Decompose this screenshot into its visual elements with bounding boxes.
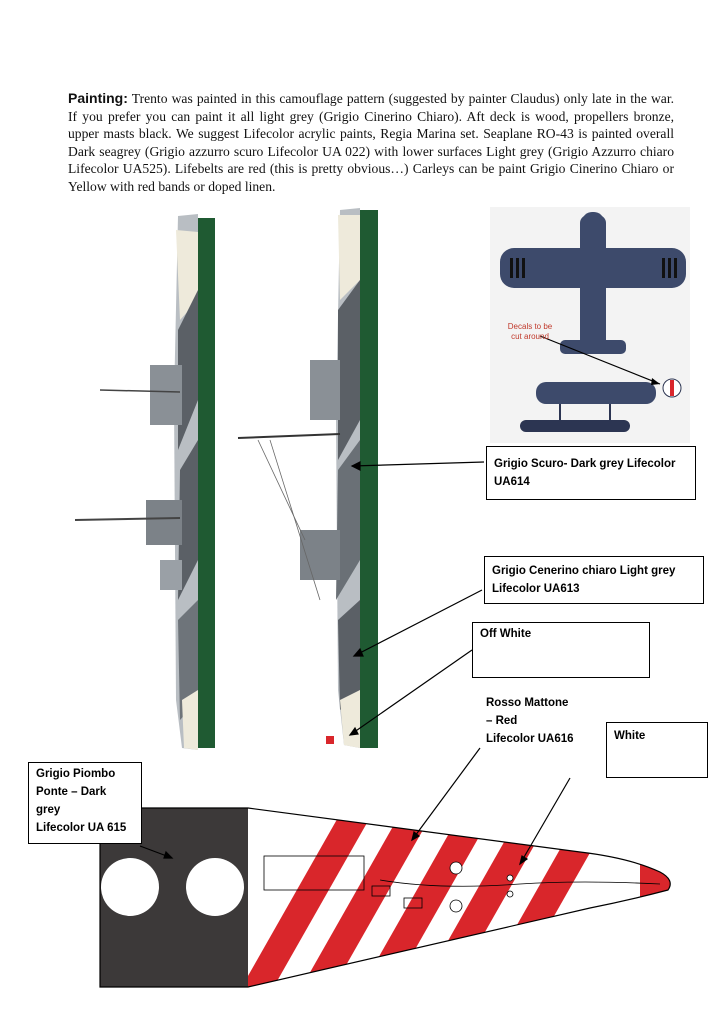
leader-lines (139, 461, 571, 866)
ship-plan-view (74, 214, 215, 750)
painting-heading: Painting: (68, 90, 128, 106)
callout-light-grey: Grigio Cenerino chiaro Light grey Lifeco… (484, 556, 704, 604)
callout-deck-grey: Grigio Piombo Ponte – Dark grey Lifecolo… (28, 762, 142, 844)
callout-dark-grey: Grigio Scuro- Dark grey Lifecolor UA614 (486, 446, 696, 500)
callout-white: White (606, 722, 708, 778)
callout-red: Rosso Mattone – Red Lifecolor UA616 (482, 694, 580, 764)
painting-text: Trento was painted in this camouflage pa… (68, 91, 675, 194)
decal-note: Decals to be cut around (507, 322, 553, 341)
painting-instructions: Painting: Trento was painted in this cam… (68, 90, 674, 196)
deck-diagram (99, 807, 671, 988)
seaplane-illustration (490, 207, 690, 443)
ship-profile-view (237, 208, 378, 748)
callout-off-white: Off White (472, 622, 650, 678)
